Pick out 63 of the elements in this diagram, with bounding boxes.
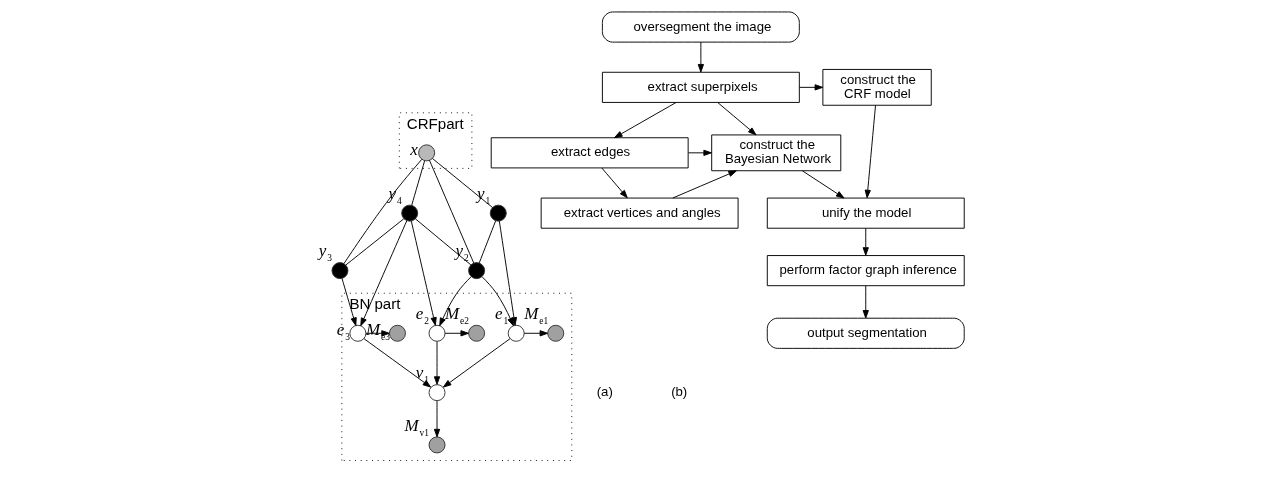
arrow xyxy=(341,278,357,326)
node-circle xyxy=(468,262,486,280)
connector xyxy=(432,158,493,208)
arrow xyxy=(799,84,824,91)
node-circle xyxy=(401,204,419,222)
node-circle xyxy=(331,262,349,280)
node-label: y$_{3}$ xyxy=(318,241,332,264)
node-circle xyxy=(349,324,367,342)
arrow xyxy=(862,285,869,319)
node-box: extract edges xyxy=(490,137,689,169)
arrow xyxy=(601,167,628,199)
connector xyxy=(345,218,405,266)
node-circle xyxy=(428,384,446,402)
node-label: M$_{e1}$ xyxy=(524,304,549,327)
node-label: e$_{3}$ xyxy=(336,320,350,343)
node-circle xyxy=(547,324,565,342)
node-circle xyxy=(428,436,446,454)
arrow xyxy=(481,276,514,327)
arrow xyxy=(672,170,737,199)
node-label: e$_{1}$ xyxy=(494,304,509,327)
arrow xyxy=(410,220,437,326)
arrow xyxy=(433,341,441,385)
node-circle xyxy=(418,144,436,162)
node-box: construct the Bayesian Network xyxy=(711,134,842,172)
node-label: M$_{e2}$ xyxy=(445,304,469,327)
arrow xyxy=(717,102,757,136)
node-label: y$_{1}$ xyxy=(477,183,491,206)
node-circle xyxy=(388,324,406,342)
label: (a) xyxy=(596,384,613,400)
arrow xyxy=(442,338,511,388)
arrow xyxy=(862,227,869,256)
node-circle xyxy=(468,324,486,342)
arrow xyxy=(360,220,408,327)
node-box: output segmentation xyxy=(766,317,965,349)
connector xyxy=(414,218,472,266)
connector xyxy=(411,160,426,206)
label: (b) xyxy=(671,384,688,400)
arrow xyxy=(614,102,677,139)
node-label: e$_{2}$ xyxy=(415,304,430,327)
node-box: oversegment the image xyxy=(601,11,800,43)
node-circle xyxy=(507,324,525,342)
arrow xyxy=(363,338,432,388)
node-label: M$_{v1}$ xyxy=(404,415,429,438)
arrow xyxy=(687,149,712,156)
arrow xyxy=(439,276,472,327)
node-box: construct the CRF model xyxy=(822,69,932,106)
node-label: y$_{2}$ xyxy=(455,241,469,264)
arrow xyxy=(433,400,441,438)
connector xyxy=(343,158,423,265)
node-box: extract superpixels xyxy=(601,71,800,103)
node-circle xyxy=(428,324,446,342)
arrow xyxy=(523,330,549,337)
connector xyxy=(478,220,497,264)
arrow xyxy=(444,330,469,337)
arrow xyxy=(801,170,845,199)
connector xyxy=(429,159,475,264)
arrow xyxy=(864,104,876,199)
node-box: perform factor graph inference xyxy=(766,255,965,287)
node-box: extract vertices and angles xyxy=(540,197,739,229)
arrow xyxy=(697,41,704,73)
node-circle xyxy=(489,204,507,222)
node-label: x xyxy=(410,139,418,159)
node-box: unify the model xyxy=(766,197,965,229)
